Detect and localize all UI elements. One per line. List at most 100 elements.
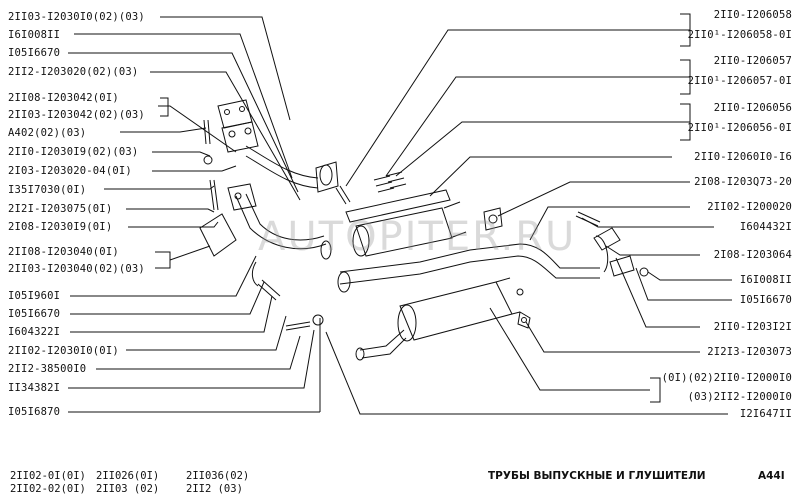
leader-line	[429, 156, 672, 197]
downpipe-lower	[235, 193, 327, 250]
watermark: AUTOPITER.RU	[258, 214, 577, 260]
leader-line	[160, 16, 291, 121]
leader-line	[160, 97, 169, 117]
part-label: II34382I	[8, 382, 61, 394]
model-code: 2II03 (02)	[96, 483, 160, 495]
leader-line	[635, 267, 732, 301]
flange	[227, 183, 257, 211]
muffler-inlet	[495, 277, 521, 315]
part-label: A402(02)(03)	[8, 127, 87, 139]
sensor-wire	[251, 261, 259, 287]
leader-line	[325, 331, 728, 415]
leader-line	[68, 52, 299, 193]
pipe-end	[320, 240, 332, 260]
part-label: 2II0¹-I206057-0I	[687, 75, 792, 87]
leader-line	[150, 71, 301, 201]
leader-line	[96, 335, 301, 370]
diagram-title: ТРУБЫ ВЫПУСКНЫЕ И ГЛУШИТЕЛИ	[488, 470, 706, 482]
nut	[203, 155, 213, 165]
bracket	[199, 213, 237, 257]
bolt	[575, 211, 601, 227]
nut	[639, 267, 649, 277]
leader-line	[68, 329, 315, 389]
heat-shield	[345, 189, 451, 223]
leader-line	[70, 281, 265, 315]
leader-line	[126, 315, 287, 351]
hanger	[517, 311, 531, 329]
leader-line	[385, 76, 690, 177]
part-label: 2II02-I200020	[707, 201, 792, 213]
leader-line	[650, 377, 661, 403]
part-label: 2II0¹-I206056-0I	[687, 122, 792, 134]
leader-line	[126, 208, 215, 213]
part-label: 2I08-I203Q73-20	[694, 176, 792, 188]
pipe-end	[355, 347, 365, 361]
part-label: I05I6670	[739, 294, 792, 306]
part-label: I604322I	[8, 326, 61, 338]
part-label: I604432I	[739, 221, 792, 233]
downpipe-flange	[315, 161, 339, 193]
part-label: 2II0-I2060I0-I6	[694, 151, 792, 163]
spring	[373, 175, 395, 193]
part-label: 2II0-I2030I9(02)(03)	[8, 146, 139, 158]
leader-line	[152, 151, 211, 157]
part-label: 2I03-I203020-04(0I)	[8, 165, 132, 177]
bolt	[335, 185, 351, 205]
part-label: 2II2-38500I0	[8, 363, 87, 375]
leader-line	[581, 217, 714, 228]
model-code: 2II02-0I(0I)	[10, 470, 86, 482]
part-label: 2I08-I2030I9(0I)	[8, 221, 113, 233]
bolt	[209, 179, 219, 211]
tail-pipe	[359, 329, 407, 359]
downpipe	[245, 145, 319, 189]
part-label: 2II03-I203040(02)(03)	[8, 263, 145, 275]
grommet	[516, 288, 524, 296]
part-label: (03)2II2-I2000I0	[687, 391, 792, 403]
leader-line	[345, 29, 690, 187]
part-label: 2II0-I206057	[713, 55, 792, 67]
part-label: I05I6870	[8, 406, 61, 418]
leader-line	[70, 255, 257, 297]
leader-line	[525, 321, 700, 353]
part-label: 2II03-I2030I0(02)(03)	[8, 11, 145, 23]
part-label: 2II0¹-I206058-0I	[687, 29, 792, 41]
part-label: 2II0-I206058	[713, 9, 792, 21]
leader-line	[169, 245, 211, 261]
part-label: 2I2I-I203075(0I)	[8, 203, 113, 215]
leader-line	[158, 105, 237, 153]
part-label: I6I008II	[8, 29, 61, 41]
part-label: 2II02-I2030I0(0I)	[8, 345, 119, 357]
leader-line	[615, 257, 700, 328]
pipe-end-right	[595, 235, 609, 273]
spring	[385, 171, 407, 189]
catalytic-converter	[355, 207, 453, 257]
leader-line	[104, 185, 215, 190]
leader-line	[489, 307, 650, 391]
part-label: I05I6670	[8, 308, 61, 320]
part-label: 2I2I3-I203073	[707, 346, 792, 358]
leader-line	[647, 271, 732, 281]
stud	[203, 119, 211, 145]
bolt	[285, 321, 311, 331]
part-label: 2II03-I203042(02)(03)	[8, 109, 145, 121]
leader-line	[152, 165, 237, 172]
gasket-plate	[217, 99, 253, 129]
part-label: I05I6670	[8, 47, 61, 59]
part-label: 2II08-I203042(0I)	[8, 92, 119, 104]
leader-line	[155, 251, 171, 269]
model-code: 2II036(02)	[186, 470, 250, 482]
part-label: 2II08-I203040(0I)	[8, 246, 119, 258]
leader-line	[120, 127, 207, 133]
part-label: 2II0-I203I2I	[713, 321, 792, 333]
part-label: I2I647II	[739, 408, 792, 420]
leader-line	[395, 121, 690, 177]
leader-line	[605, 245, 700, 256]
main-muffler	[399, 281, 513, 341]
clamp	[609, 255, 635, 277]
leader-line	[529, 206, 690, 241]
part-label: 2I08-I203064	[713, 249, 792, 261]
part-label: I35I7030(0I)	[8, 184, 87, 196]
part-label: I6I008II	[739, 274, 792, 286]
